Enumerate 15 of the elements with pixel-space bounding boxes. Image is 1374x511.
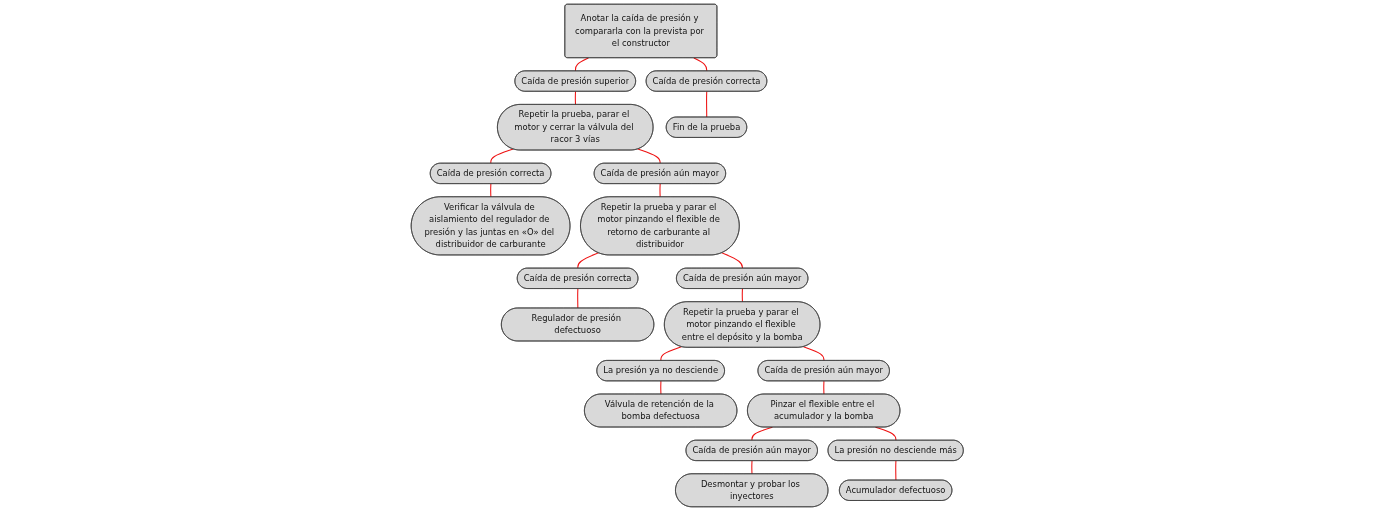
connector — [823, 380, 825, 395]
connector — [660, 346, 682, 362]
connector — [721, 252, 743, 269]
connector — [751, 460, 753, 475]
connector — [490, 148, 514, 164]
connector — [802, 346, 825, 362]
connector — [659, 380, 662, 395]
connector — [894, 460, 897, 481]
connector — [577, 252, 599, 269]
connector — [705, 91, 707, 118]
connector — [693, 57, 707, 72]
connector — [637, 148, 661, 164]
connector — [576, 288, 579, 309]
connector — [574, 57, 589, 72]
connector — [659, 183, 661, 198]
